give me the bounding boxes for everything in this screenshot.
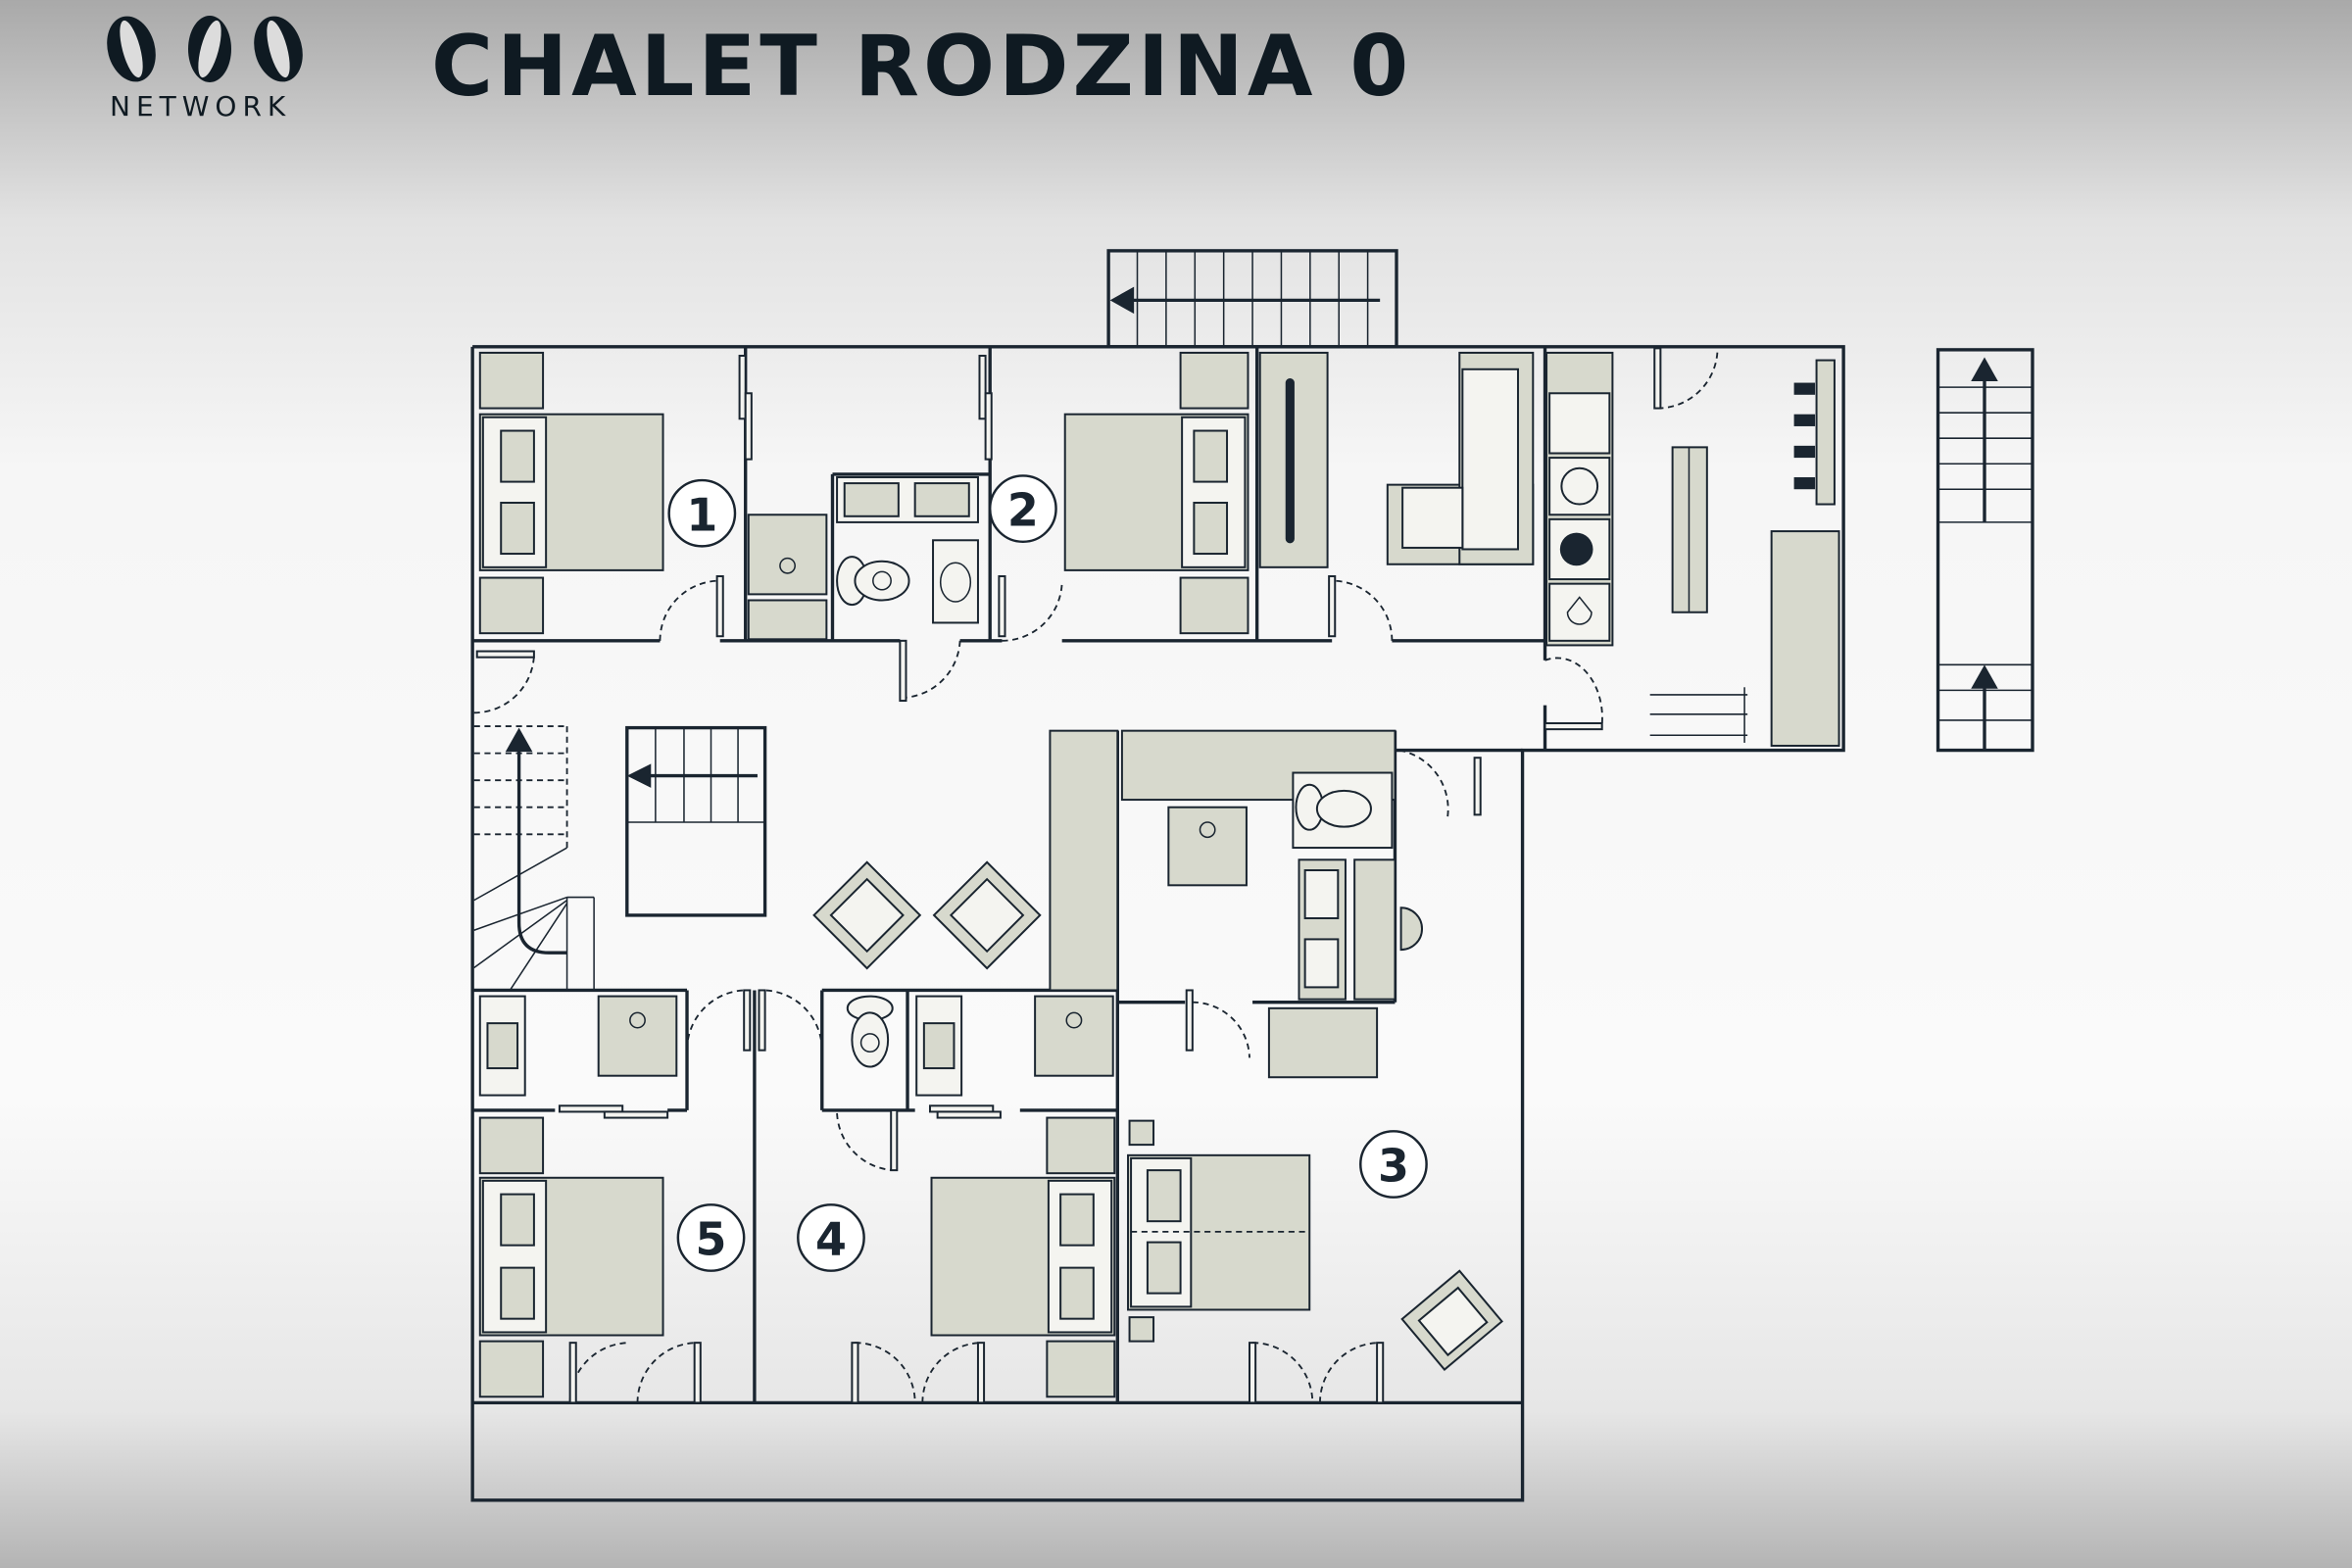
- entry-area: [1649, 359, 1840, 747]
- svg-text:1: 1: [686, 488, 717, 541]
- kitchen: [1049, 729, 1424, 1079]
- central-staircase: [625, 725, 767, 917]
- page-title: CHALET RODZINA 0: [431, 18, 1413, 116]
- room-label-5: 5: [676, 1203, 746, 1272]
- room-label-4: 4: [797, 1203, 865, 1272]
- doors: [473, 347, 1719, 1404]
- bathrooms-lower: [478, 995, 1114, 1097]
- bed-room-3: [1127, 1119, 1311, 1343]
- room-label-3: 3: [1359, 1130, 1428, 1199]
- ski-boots-icon: [1793, 382, 1816, 490]
- bed-room-1: [478, 351, 664, 635]
- right-staircase: [1936, 348, 2034, 753]
- bed-room-2: [1063, 351, 1250, 635]
- stair-arrow-icon: [1971, 664, 1998, 689]
- svg-text:2: 2: [1007, 484, 1039, 537]
- ski-rack-icon: [1649, 687, 1748, 743]
- tv-icon: [1285, 377, 1295, 544]
- armchairs: [812, 860, 1503, 1371]
- stair-arrow-icon: [1109, 286, 1135, 315]
- room-label-2: 2: [988, 474, 1057, 544]
- svg-text:5: 5: [696, 1213, 727, 1266]
- dishwasher-icon: [1560, 466, 1599, 506]
- stair-arrow-icon: [1971, 357, 1998, 382]
- water-drop-icon: [1566, 596, 1592, 625]
- room-label-1: 1: [667, 478, 737, 548]
- brand-logo-text: NETWORK: [110, 90, 292, 122]
- stair-arrow-icon: [505, 727, 533, 753]
- washer-icon: [1559, 532, 1593, 566]
- svg-text:3: 3: [1378, 1140, 1409, 1193]
- top-staircase: [1106, 249, 1398, 349]
- svg-text:4: 4: [815, 1213, 847, 1266]
- bed-room-4: [930, 1116, 1116, 1398]
- brand-logo-mark: [107, 16, 303, 82]
- kitchen-column: [1545, 351, 1614, 647]
- bathroom-upper: [747, 475, 979, 641]
- living-area: [1258, 351, 1535, 568]
- left-staircase: [473, 725, 595, 991]
- bed-room-5: [478, 1116, 664, 1398]
- stair-arrow-icon: [626, 763, 652, 788]
